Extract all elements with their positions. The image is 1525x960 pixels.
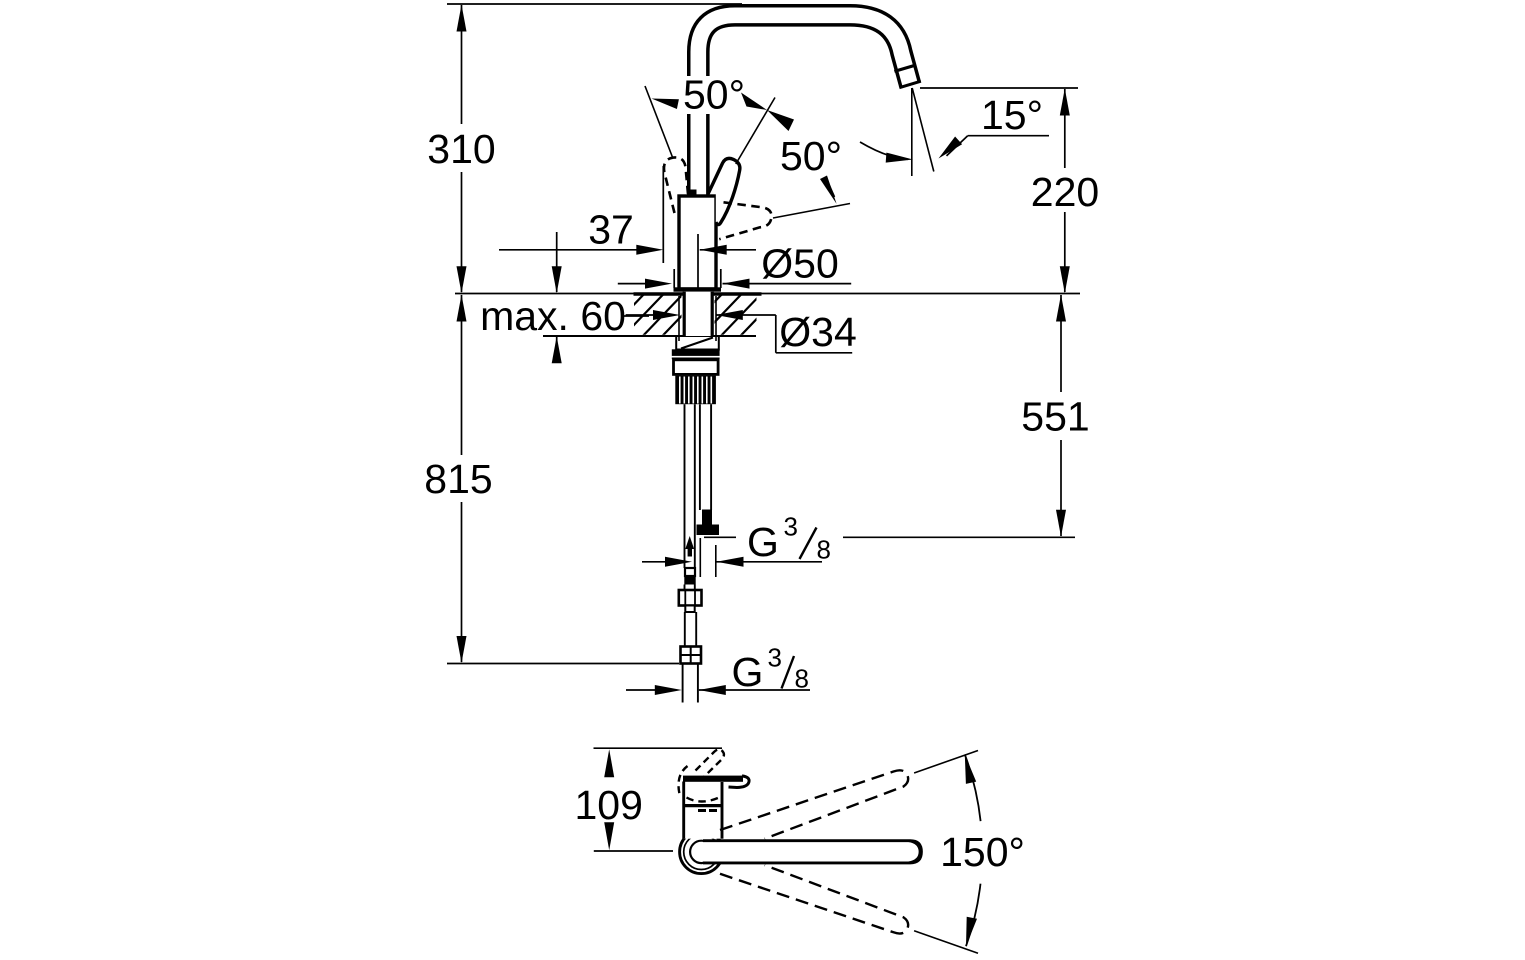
svg-text:50°: 50° bbox=[780, 133, 842, 179]
svg-text:Ø34: Ø34 bbox=[779, 309, 857, 355]
svg-text:G: G bbox=[732, 649, 764, 695]
svg-text:15°: 15° bbox=[981, 92, 1043, 138]
svg-text:3: 3 bbox=[768, 643, 782, 673]
svg-text:310: 310 bbox=[427, 126, 495, 172]
svg-text:G: G bbox=[747, 519, 779, 565]
svg-text:551: 551 bbox=[1021, 394, 1089, 440]
svg-text:815: 815 bbox=[424, 456, 492, 502]
svg-text:150°: 150° bbox=[940, 829, 1025, 875]
svg-text:109: 109 bbox=[574, 782, 642, 828]
svg-text:220: 220 bbox=[1031, 169, 1099, 215]
svg-text:37: 37 bbox=[588, 207, 634, 253]
svg-text:50°: 50° bbox=[683, 72, 745, 118]
svg-text:8: 8 bbox=[795, 664, 809, 694]
svg-text:3: 3 bbox=[784, 512, 798, 542]
svg-text:8: 8 bbox=[817, 535, 831, 565]
svg-text:Ø50: Ø50 bbox=[761, 241, 839, 287]
svg-text:max. 60: max. 60 bbox=[480, 293, 626, 339]
